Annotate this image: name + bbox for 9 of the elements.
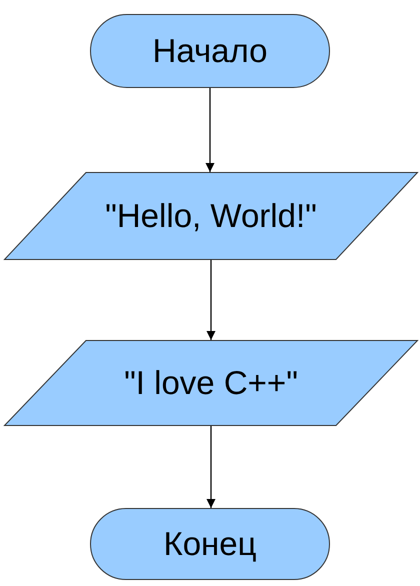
arrow [206, 88, 214, 172]
arrow [206, 260, 216, 340]
node-label: Начало [152, 32, 268, 70]
node-label: Конец [163, 525, 257, 563]
input-output-parallelogram [4, 172, 418, 260]
node-label: "I love C++" [124, 364, 298, 402]
input-output-parallelogram [4, 340, 418, 426]
arrow [206, 426, 216, 508]
node-label: "Hello, World!" [105, 197, 317, 235]
